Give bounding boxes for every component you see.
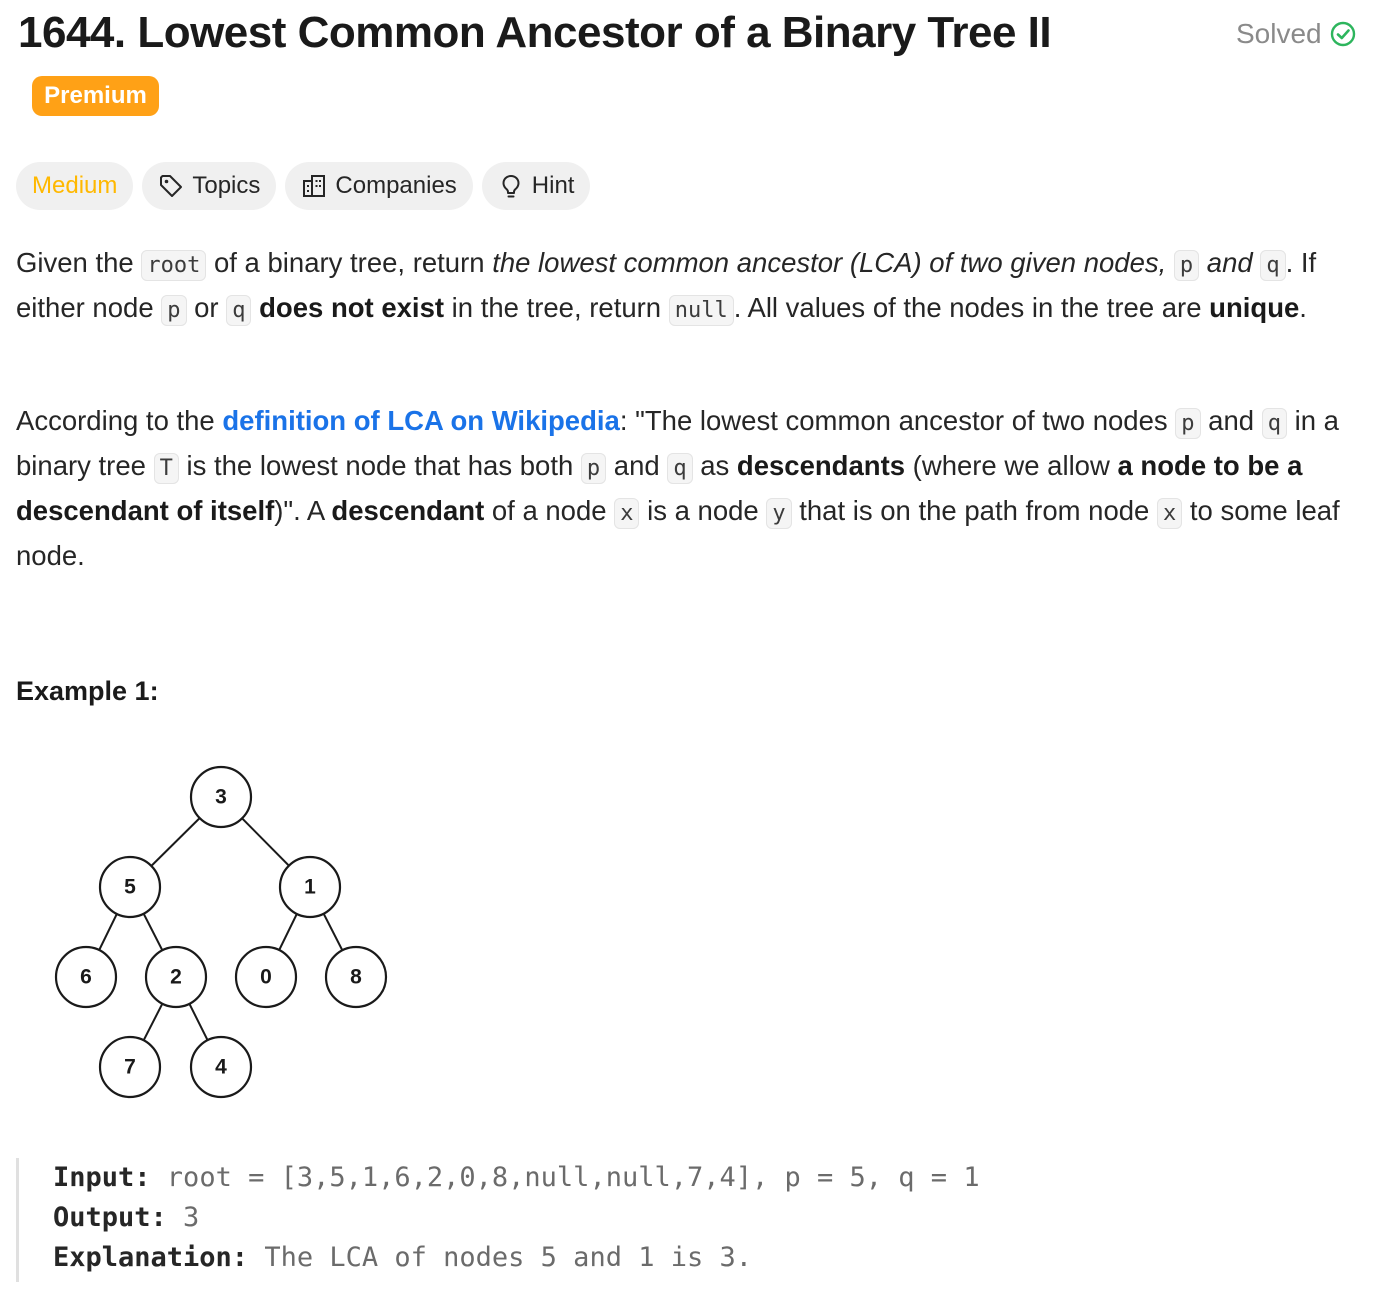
solved-label: Solved [1236,18,1322,49]
tree-node-label: 6 [80,966,92,989]
text: that is on the path from node [791,495,1157,526]
tree-node [54,945,118,1009]
tree-node-label: 5 [124,876,136,899]
code-p: p [1175,408,1201,439]
text: . All values of the nodes in the tree ar… [733,292,1210,323]
description-paragraph-2: According to the definition of LCA on Wi… [16,400,1366,577]
hint-button[interactable]: Hint [481,162,591,210]
italic-text: the lowest common ancestor (LCA) of two … [492,247,1174,278]
example-tree-diagram: 3 5 1 6 2 0 8 7 4 [54,765,388,1099]
tree-node-label: 3 [215,786,227,809]
text: Given the [16,247,142,278]
code-null: null [668,295,734,326]
tag-icon [160,175,183,197]
tree-node [98,1035,162,1099]
code-x: x [614,498,640,529]
text: in a binary tree [16,405,1339,481]
bold-text: a node to be a descendant of itself [16,450,1303,526]
tree-node [234,945,298,1009]
code-root: root [141,250,207,281]
topics-button[interactable]: Topics [142,162,277,210]
text: According to the [16,405,223,436]
tree-node [189,1035,253,1099]
description-paragraph-1: Given the root of a binary tree, return … [16,242,1366,332]
explanation-value: The LCA of nodes 5 and 1 is 3. [248,1242,752,1273]
bold-text: descendants [736,450,906,481]
text: as [692,450,737,481]
output-label: Output: [53,1202,167,1233]
text: is the lowest node that has both [178,450,581,481]
text: or [186,292,227,323]
tree-node [189,765,253,829]
explanation-line: Explanation: The LCA of nodes 5 and 1 is… [53,1238,1116,1278]
text: : "The lowest common ancestor of two nod… [619,405,1176,436]
topics-label: Topics [192,172,261,199]
solved-status: Solved [1236,18,1356,50]
bold-text: does not exist [259,292,445,323]
lightbulb-icon [502,175,520,198]
code-p: p [1173,250,1200,281]
explanation-label: Explanation: [53,1242,249,1273]
text: and [606,450,668,481]
tree-node [98,855,162,919]
text: (where we allow [905,450,1118,481]
output-value: 3 [166,1202,200,1233]
code-y: y [766,498,792,529]
difficulty-badge: Medium [16,162,134,210]
text: of a binary tree, return [206,247,493,278]
tree-node-label: 8 [350,966,362,989]
companies-label: Companies [335,172,457,199]
text: in the tree, return [444,292,669,323]
text [251,292,259,323]
difficulty-label: Medium [32,172,118,199]
code-T: T [153,453,179,484]
code-q: q [1261,408,1287,439]
tree-node [278,855,342,919]
text: )". A [274,495,332,526]
example-1-title: Example 1: [16,676,159,706]
input-line: Input: root = [3,5,1,6,2,0,8,null,null,7… [53,1158,1116,1198]
bold-text: descendant [331,495,485,526]
tree-node-label: 2 [170,966,182,989]
bold-text: unique [1209,292,1300,323]
text: of a node [484,495,615,526]
input-label: Input: [53,1162,151,1193]
input-value: root = [3,5,1,6,2,0,8,null,null,7,4], p … [150,1162,980,1193]
companies-button[interactable]: Companies [285,162,473,210]
tag-chips: Medium Topics Companies Hint [16,162,591,210]
code-q: q [226,295,252,326]
tree-node [144,945,208,1009]
example-1-code-block: Input: root = [3,5,1,6,2,0,8,null,null,7… [16,1158,1116,1282]
text: and [1200,405,1262,436]
wikipedia-lca-link[interactable]: definition of LCA on Wikipedia [222,405,620,436]
problem-title: 1644. Lowest Common Ancestor of a Binary… [18,8,1052,57]
text: to some leaf node. [16,495,1340,571]
hint-label: Hint [531,172,575,199]
tree-node-label: 1 [304,876,316,899]
code-q: q [667,453,693,484]
output-line: Output: 3 [53,1198,1116,1238]
code-q: q [1260,250,1286,281]
text: is a node [639,495,767,526]
text: . [1299,292,1307,323]
code-x: x [1156,498,1183,529]
text: . If either node [16,247,1317,323]
tree-node-label: 4 [215,1056,227,1079]
code-p: p [580,453,607,484]
premium-badge[interactable]: Premium [32,76,159,116]
tree-node-label: 0 [260,966,272,989]
tree-node [324,945,388,1009]
code-p: p [161,295,187,326]
italic-text: and [1199,247,1261,278]
tree-node-label: 7 [124,1056,136,1079]
check-circle-icon [1330,21,1355,47]
building-icon [303,175,326,197]
